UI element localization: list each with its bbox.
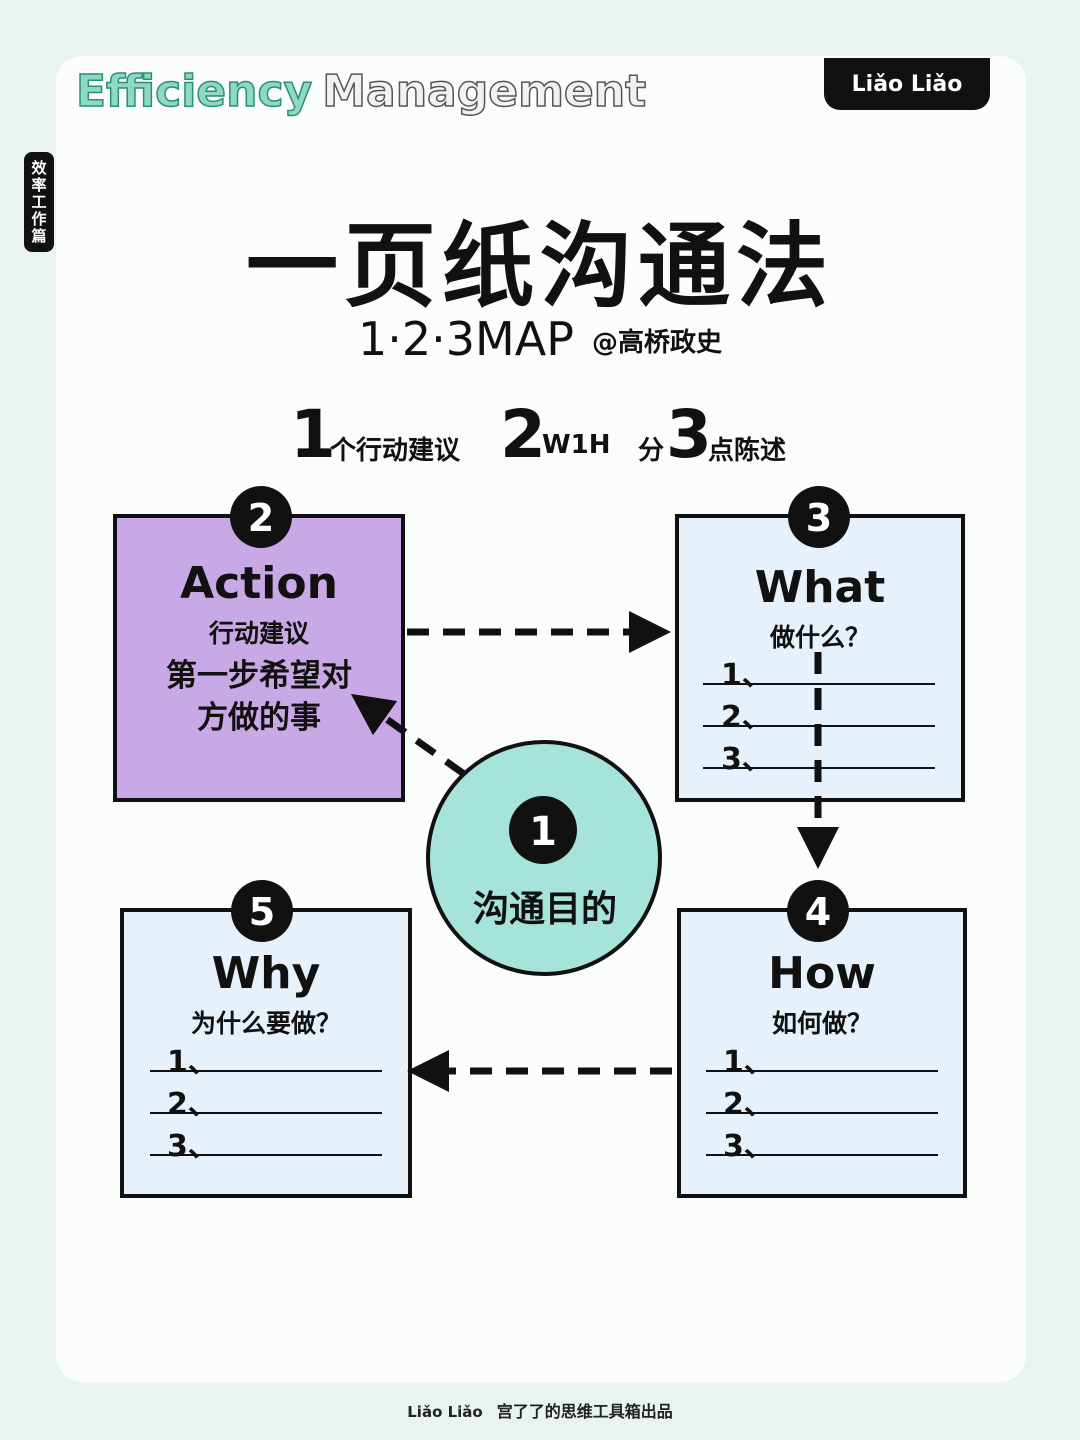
action-text: Action 行动建议 第一步希望对 方做的事 (115, 562, 403, 740)
what-item-1: 1、 (721, 658, 772, 693)
action-desc-line1: 第一步希望对 (166, 658, 352, 694)
formula-prefix-3: 分 (638, 436, 665, 466)
how-box (677, 908, 967, 1198)
subtitle: 1·2·3MAP @高桥政史 (0, 312, 1080, 366)
why-subtitle: 为什么要做？ (190, 1009, 341, 1038)
formula-line: 1 个行动建议 2 W1H 分 3 点陈述 (0, 396, 1080, 476)
purpose-label: 沟通目的 (472, 889, 617, 930)
side-tag: 效率工作篇 (24, 152, 54, 252)
how-item-2: 2、 (723, 1087, 774, 1122)
action-box (113, 514, 405, 802)
what-underlines (703, 683, 935, 769)
footer: Liǎo Liǎo 宫了了的思维工具箱出品 (0, 1398, 1080, 1422)
badge-4: 4 (787, 880, 849, 942)
why-item-3: 3、 (167, 1129, 218, 1164)
what-item-2: 2、 (721, 700, 772, 735)
why-box (120, 908, 412, 1198)
footer-text: 宫了了的思维工具箱出品 (496, 1402, 673, 1421)
why-item-1: 1、 (167, 1045, 218, 1080)
badge-5: 5 (231, 880, 293, 942)
badge-3: 3 (788, 486, 850, 548)
how-subtitle: 如何做？ (771, 1009, 872, 1038)
formula-text-2: W1H (542, 430, 611, 460)
what-item-3: 3、 (721, 742, 772, 777)
header-title-word-efficiency: Efficiency (75, 65, 313, 118)
formula-number-2: 2 (500, 396, 546, 473)
badge-1: 1 (509, 796, 577, 864)
arrow-purpose-to-action (350, 693, 467, 777)
how-text: How 如何做？ (679, 952, 965, 1040)
why-title: Why (211, 948, 321, 999)
formula-text-1: 个行动建议 (330, 436, 461, 466)
svg-text:5: 5 (249, 890, 275, 934)
how-underlines (706, 1070, 938, 1156)
subtitle-author: @高桥政史 (591, 328, 722, 358)
action-desc-line2: 方做的事 (197, 699, 321, 736)
svg-text:1: 1 (529, 809, 557, 855)
how-title: How (768, 948, 876, 999)
page-title: 一页纸沟通法 (245, 213, 834, 320)
svg-text:4: 4 (805, 890, 831, 934)
badge-2: 2 (230, 486, 292, 548)
formula-number-3: 3 (666, 396, 712, 473)
header-title-word-management: Management (321, 65, 647, 118)
svg-text:3: 3 (806, 496, 832, 540)
action-title: Action (180, 558, 338, 609)
action-subtitle: 行动建议 (208, 619, 309, 648)
why-underlines (150, 1070, 382, 1156)
what-subtitle: 做什么？ (769, 623, 870, 652)
how-item-1: 1、 (723, 1045, 774, 1080)
formula-text-3: 点陈述 (708, 436, 787, 466)
footer-brand: Liǎo Liǎo (407, 1403, 483, 1421)
subtitle-text: 1·2·3MAP (358, 312, 574, 366)
how-item-3: 3、 (723, 1129, 774, 1164)
formula-number-1: 1 (290, 396, 336, 473)
svg-text:2: 2 (248, 496, 274, 540)
brand-badge: Liǎo Liǎo (824, 58, 990, 110)
why-item-2: 2、 (167, 1087, 218, 1122)
why-text: Why 为什么要做？ (122, 952, 410, 1040)
what-title: What (754, 562, 886, 613)
what-text: What 做什么？ (677, 566, 963, 654)
